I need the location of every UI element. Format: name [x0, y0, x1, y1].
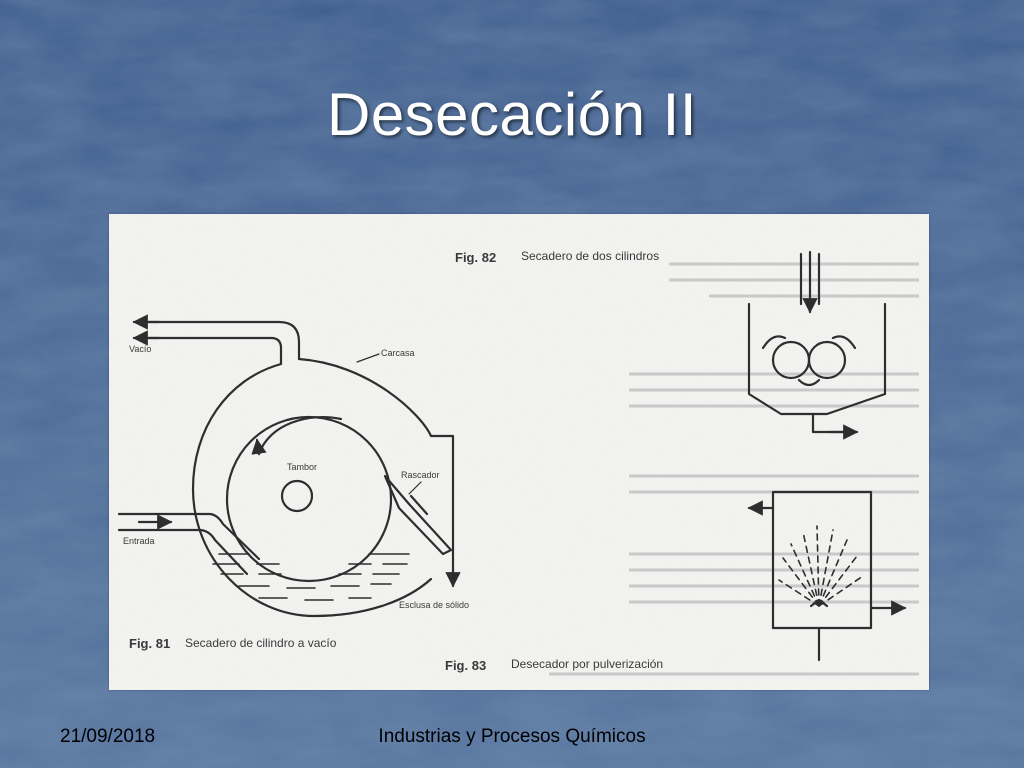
- fig81-vacuum-drum-dryer: [117, 314, 461, 618]
- feed-pipe-top: [117, 512, 261, 561]
- fig83-spray-dryer: [747, 490, 907, 662]
- casing-right: [297, 357, 455, 552]
- scraper-blade: [383, 474, 453, 556]
- figure-drawing: Fig. 82 Secadero de dos cilindros Fig. 8…: [109, 214, 929, 690]
- twin-dryer-body: [747, 302, 887, 416]
- vapour-pipe-inner: [147, 336, 283, 366]
- fig82-caption-num: Fig. 82: [455, 250, 496, 265]
- footer-title: Industrias y Procesos Químicos: [378, 726, 646, 747]
- label-carcasa: Carcasa: [381, 348, 415, 358]
- fig83-caption-num: Fig. 83: [445, 658, 486, 673]
- footer-date: 21/09/2018: [60, 726, 156, 747]
- slide-title: Desecación II: [326, 81, 697, 148]
- feed-curves: [761, 335, 857, 350]
- drum-shaft: [280, 479, 314, 513]
- scanned-figure: Fig. 82 Secadero de dos cilindros Fig. 8…: [109, 214, 929, 690]
- figure-captions: Fig. 82 Secadero de dos cilindros Fig. 8…: [123, 249, 663, 673]
- feed-pipe-bottom: [117, 528, 249, 576]
- fig81-caption: Secadero de cilindro a vacío: [185, 636, 337, 650]
- fig82-caption: Secadero de dos cilindros: [521, 249, 659, 263]
- label-tambor: Tambor: [287, 462, 317, 472]
- label-rascador: Rascador: [401, 470, 440, 480]
- liquid-bath: [212, 553, 410, 601]
- fig83-caption: Desecador por pulverización: [511, 657, 663, 671]
- label-vacio: Vacío: [129, 344, 151, 354]
- spray-chamber: [771, 490, 873, 630]
- label-entrada: Entrada: [123, 536, 155, 546]
- spray-jets: [778, 525, 864, 607]
- fig82-twin-drum-dryer: [747, 250, 887, 440]
- right-roller: [807, 340, 847, 380]
- label-esclusa: Esclusa de sólido: [399, 600, 469, 610]
- vapour-pipe-outer: [147, 320, 301, 361]
- casing-left: [191, 362, 433, 618]
- fig81-caption-num: Fig. 81: [129, 636, 170, 651]
